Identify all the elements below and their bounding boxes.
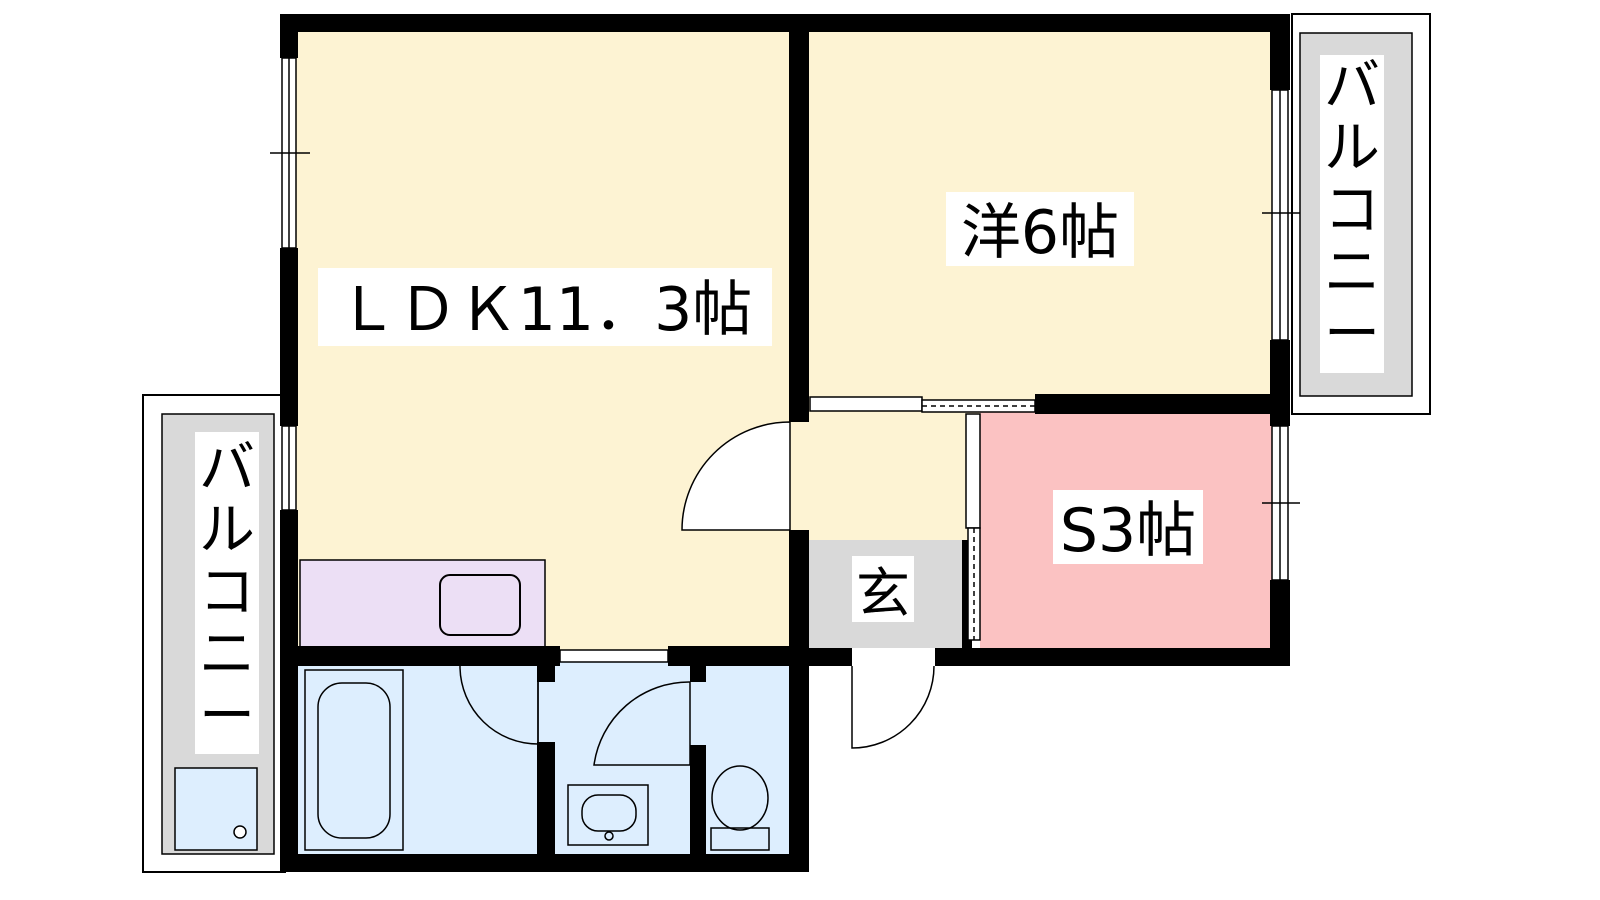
entrance-label: 玄 xyxy=(856,562,910,625)
balcony-right-label: バルコニー xyxy=(1324,54,1380,367)
water-heater xyxy=(174,767,258,851)
sliding-doors xyxy=(809,396,1036,641)
washbasin-icon xyxy=(567,784,649,846)
sink-icon xyxy=(439,574,521,636)
storage-label-group: S3帖 xyxy=(1053,490,1203,566)
western-room-label: 洋6帖 xyxy=(961,198,1119,268)
western-label-group: 洋6帖 xyxy=(946,192,1134,268)
toilet-icon xyxy=(710,765,770,851)
swing-doors xyxy=(459,421,935,766)
storage-room-label: S3帖 xyxy=(1060,496,1196,566)
kitchen-counter xyxy=(299,559,546,651)
balcony-right xyxy=(1291,13,1431,415)
balcony-left xyxy=(142,394,286,873)
walls xyxy=(280,14,1290,872)
bathtub xyxy=(304,669,404,851)
ldk-label-group: ＬＤＫ11．3帖 xyxy=(318,268,772,346)
balcony-left-label: バルコニー xyxy=(199,436,255,749)
hall-floor xyxy=(800,404,980,540)
entrance-label-group: 玄 xyxy=(852,556,914,625)
ldk-label: ＬＤＫ11．3帖 xyxy=(338,275,753,345)
